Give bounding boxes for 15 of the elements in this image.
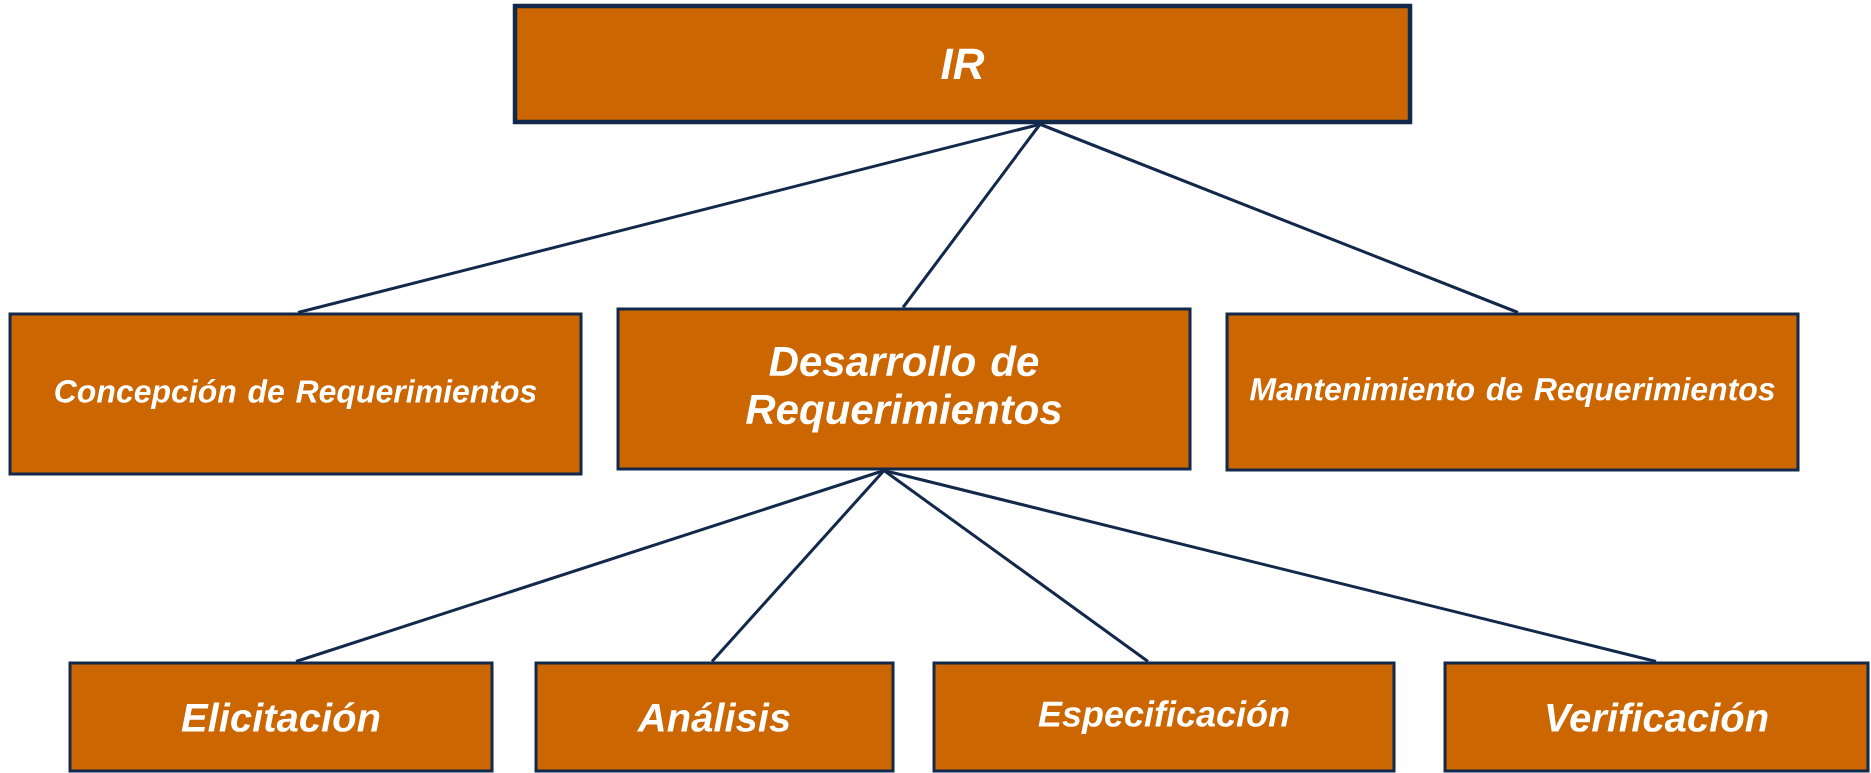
process-box: Análisis xyxy=(534,661,895,773)
process-box: Verificación xyxy=(1443,661,1870,773)
process-box: Mantenimiento de Requerimientos xyxy=(1225,312,1800,472)
connector-line xyxy=(710,469,886,663)
process-box: IR xyxy=(512,3,1413,125)
connector-line xyxy=(297,122,1041,314)
process-box: Elicitación xyxy=(68,661,494,773)
process-box: Desarrollo de Requerimientos xyxy=(616,307,1192,471)
connector-line xyxy=(901,123,1042,309)
process-box: Especificación xyxy=(932,661,1396,773)
connector-line xyxy=(883,469,1149,663)
connector-line xyxy=(883,469,1657,663)
connector-line xyxy=(295,469,885,663)
connector-line xyxy=(1039,122,1519,314)
process-box: Concepción de Requerimientos xyxy=(8,312,583,476)
